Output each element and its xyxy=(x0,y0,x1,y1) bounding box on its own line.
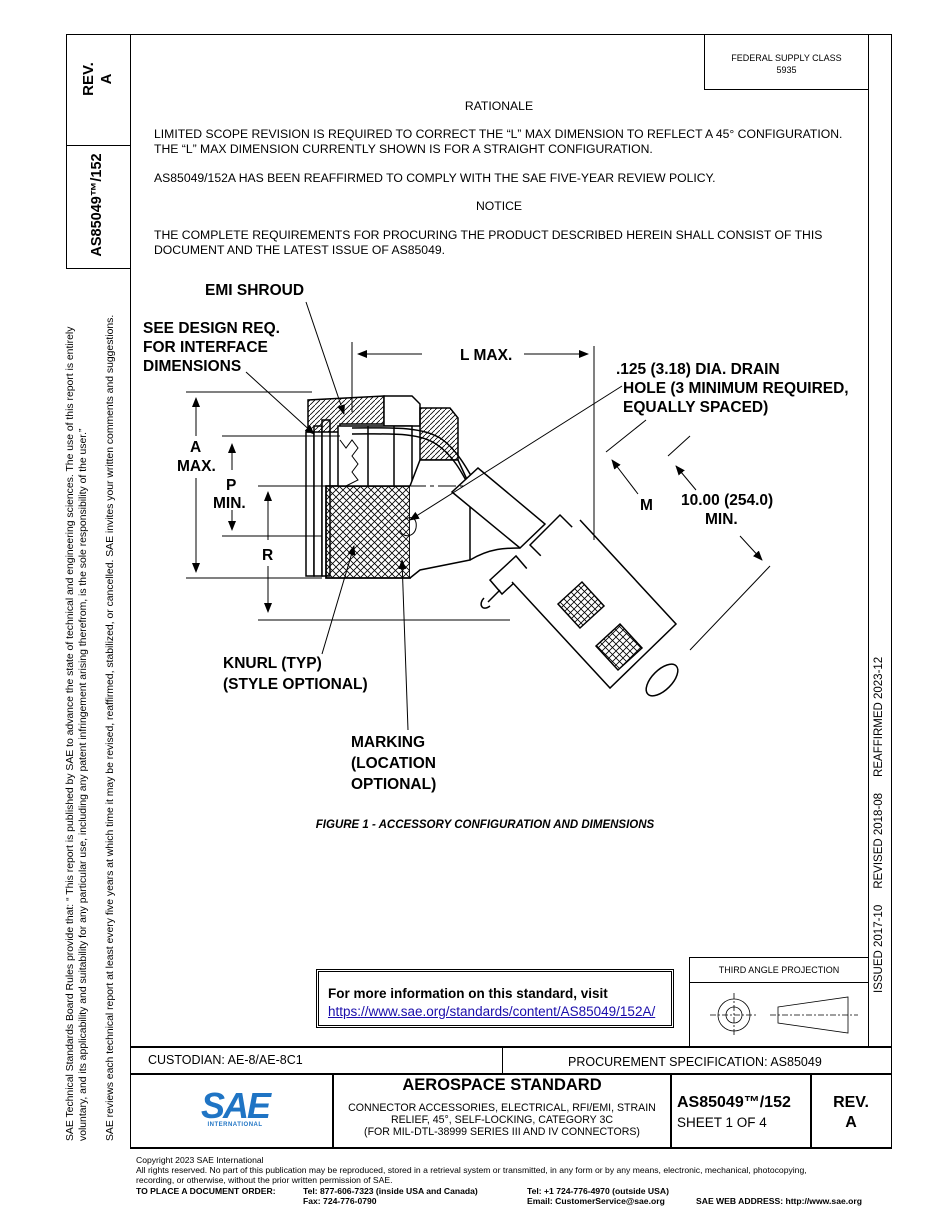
fsc-value: 5935 xyxy=(776,65,797,75)
label-drain-1: .125 (3.18) DIA. DRAIN xyxy=(616,361,780,378)
more-info-box: For more information on this standard, v… xyxy=(316,969,674,1028)
web-address[interactable]: SAE WEB ADDRESS: http://www.sae.org xyxy=(696,1196,862,1206)
copyright: Copyright 2023 SAE International xyxy=(136,1155,264,1165)
sae-logo-sub: INTERNATIONAL xyxy=(207,1122,263,1128)
label-knurl-1: KNURL (TYP) xyxy=(223,655,322,672)
label-marking-3: OPTIONAL) xyxy=(351,776,436,793)
label-marking-1: MARKING xyxy=(351,734,425,751)
side-tab-bottom xyxy=(66,268,130,269)
projection-symbol xyxy=(710,993,858,1037)
federal-supply-class-box: FEDERAL SUPPLY CLASS 5935 xyxy=(704,34,868,90)
title-block-div-3 xyxy=(670,1074,672,1148)
dimension-lines xyxy=(186,301,771,731)
custodian: CUSTODIAN: AE-8/AE-8C1 xyxy=(148,1053,303,1067)
label-emi-shroud: EMI SHROUD xyxy=(205,282,304,299)
rights-notice: All rights reserved. No part of this pub… xyxy=(136,1165,807,1175)
procurement-spec: PROCUREMENT SPECIFICATION: AS85049 xyxy=(568,1055,822,1069)
frame-left xyxy=(66,34,67,268)
figure-caption: FIGURE 1 - ACCESSORY CONFIGURATION AND D… xyxy=(315,819,655,831)
label-marking-2: (LOCATION xyxy=(351,755,436,772)
label-see-design-1: SEE DESIGN REQ. xyxy=(143,320,280,337)
sae-logo: SAE INTERNATIONAL xyxy=(180,1085,290,1129)
title-block-div-4 xyxy=(810,1074,812,1148)
rationale-heading: RATIONALE xyxy=(464,99,534,113)
label-length-2: MIN. xyxy=(705,511,738,528)
title-line-2: RELIEF, 45°, SELF-LOCKING, CATEGORY 3C xyxy=(390,1114,614,1126)
label-r: R xyxy=(262,547,273,564)
title-doc-number: AS85049™/152 xyxy=(677,1094,791,1111)
frame-left-inner xyxy=(130,34,131,1148)
notice-heading: NOTICE xyxy=(475,199,523,213)
connector-body-drawing xyxy=(305,395,679,697)
tel-us: Tel: 877-606-7323 (inside USA and Canada… xyxy=(303,1186,478,1196)
title-block-top xyxy=(130,1046,892,1048)
label-l-max: L MAX. xyxy=(460,347,512,364)
label-drain-2: HOLE (3 MINIMUM REQUIRED, xyxy=(623,380,849,397)
title-rev: REV. A xyxy=(812,1093,890,1133)
rationale-paragraph-2: AS85049/152A HAS BEEN REAFFIRMED TO COMP… xyxy=(154,171,716,185)
sheet-number: SHEET 1 OF 4 xyxy=(677,1115,767,1130)
label-a-max: MAX. xyxy=(177,458,216,475)
label-see-design-2: FOR INTERFACE xyxy=(143,339,268,356)
frame-top xyxy=(66,34,891,35)
standard-type: AEROSPACE STANDARD xyxy=(402,1076,602,1094)
notice-paragraph: THE COMPLETE REQUIREMENTS FOR PROCURING … xyxy=(154,228,823,257)
title-block-div-2 xyxy=(332,1074,334,1148)
title-block-bottom xyxy=(130,1147,892,1149)
document-title: CONNECTOR ACCESSORIES, ELECTRICAL, RFI/E… xyxy=(334,1102,670,1138)
email[interactable]: Email: CustomerService@sae.org xyxy=(527,1196,665,1206)
label-p: P xyxy=(226,477,236,494)
label-p-min: MIN. xyxy=(213,495,246,512)
more-info-text: For more information on this standard, v… xyxy=(328,986,608,1001)
title-block-div-1 xyxy=(502,1046,503,1074)
title-rev-value: A xyxy=(845,1114,857,1131)
fsc-label: FEDERAL SUPPLY CLASS xyxy=(731,53,842,63)
title-line-3: (FOR MIL-DTL-38999 SERIES III AND IV CON… xyxy=(364,1126,640,1138)
third-angle-projection-box: THIRD ANGLE PROJECTION xyxy=(689,957,869,1047)
tel-intl: Tel: +1 724-776-4970 (outside USA) xyxy=(527,1186,669,1196)
rationale-paragraph-1: LIMITED SCOPE REVISION IS REQUIRED TO CO… xyxy=(154,127,843,156)
label-m: M xyxy=(640,497,653,514)
rights-notice-2: recording, or otherwise, without the pri… xyxy=(136,1175,393,1185)
title-line-1: CONNECTOR ACCESSORIES, ELECTRICAL, RFI/E… xyxy=(348,1102,656,1114)
fax: Fax: 724-776-0790 xyxy=(303,1196,377,1206)
frame-right-outer xyxy=(891,34,892,1148)
label-drain-3: EQUALLY SPACED) xyxy=(623,399,768,416)
side-tab-divider xyxy=(66,145,130,146)
sae-logo-text: SAE xyxy=(200,1085,271,1126)
standard-link[interactable]: https://www.sae.org/standards/content/AS… xyxy=(328,1004,656,1019)
frame-right xyxy=(868,34,869,1046)
accessory-figure: EMI SHROUD SEE DESIGN REQ. FOR INTERFACE… xyxy=(143,282,849,793)
title-block-mid xyxy=(130,1073,892,1075)
label-a: A xyxy=(190,439,201,456)
order-label: TO PLACE A DOCUMENT ORDER: xyxy=(136,1186,276,1196)
label-length-1: 10.00 (254.0) xyxy=(681,492,773,509)
label-see-design-3: DIMENSIONS xyxy=(143,358,241,375)
projection-label: THIRD ANGLE PROJECTION xyxy=(718,965,840,975)
title-rev-label: REV. xyxy=(833,1094,869,1111)
label-knurl-2: (STYLE OPTIONAL) xyxy=(223,676,368,693)
